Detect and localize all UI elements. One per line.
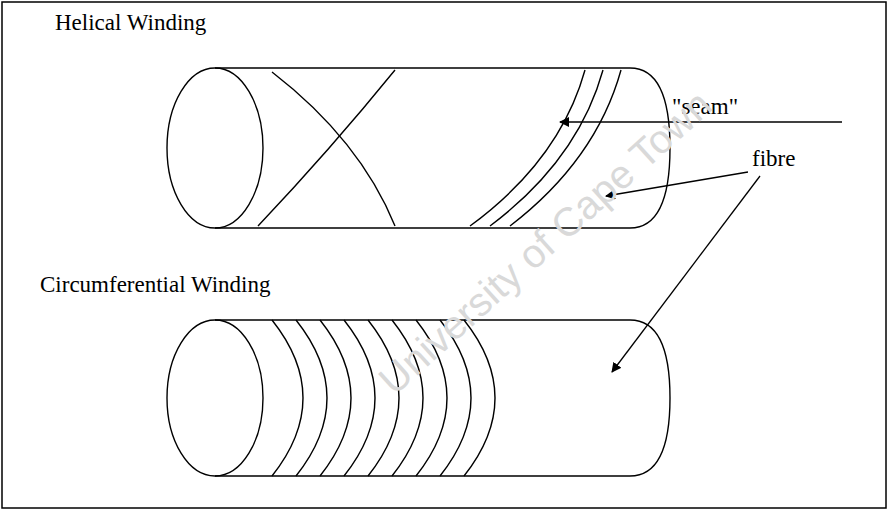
heading-label: Helical Winding <box>55 10 206 35</box>
part-label: fibre <box>752 146 795 171</box>
heading-label: Circumferential Winding <box>40 272 271 297</box>
watermark: University of Cape Town <box>370 82 720 404</box>
